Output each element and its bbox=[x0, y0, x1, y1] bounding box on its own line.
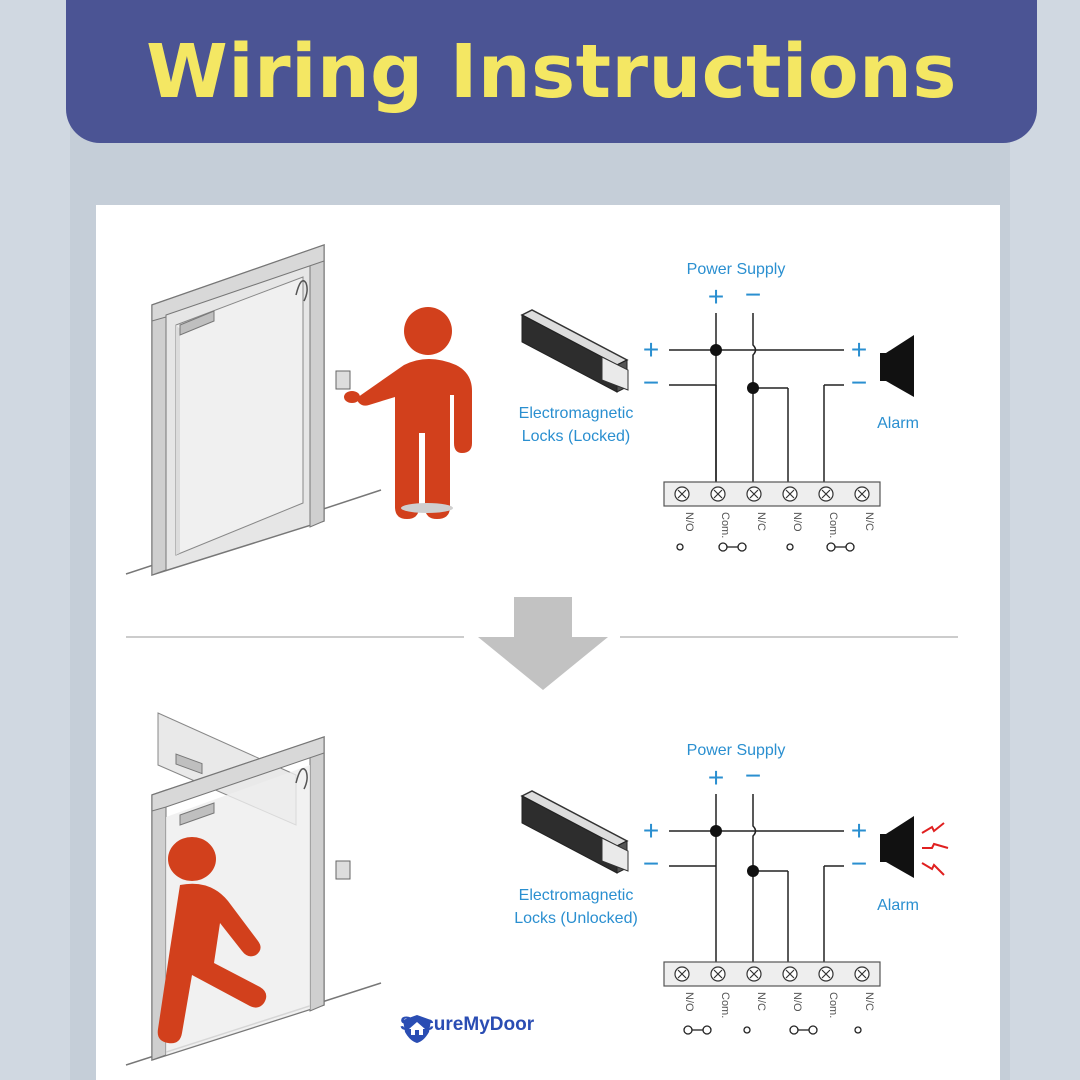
power-supply-label: Power Supply bbox=[687, 742, 786, 759]
terminal-screw-slot bbox=[749, 489, 759, 499]
electromagnetic-lock-icon bbox=[520, 309, 629, 393]
terminal-label: Com. bbox=[719, 992, 731, 1018]
lock-plus-sign: + bbox=[643, 334, 659, 365]
terminal-labels: N/O Com. N/C N/O Com. N/C bbox=[683, 992, 875, 1018]
alarm-minus-sign: − bbox=[851, 848, 867, 879]
page-title: Wiring Instructions bbox=[146, 28, 957, 115]
terminal-label: Com. bbox=[827, 512, 839, 538]
lock-label-line1: Electromagnetic bbox=[519, 887, 634, 904]
alarm-label: Alarm bbox=[877, 415, 919, 432]
shield-house-icon bbox=[403, 1015, 431, 1043]
electromagnetic-lock-icon bbox=[520, 790, 629, 874]
terminal-screw-slot bbox=[821, 969, 831, 979]
terminal-label: N/O bbox=[683, 992, 695, 1012]
terminal-labels: N/O Com. N/C N/O Com. N/C bbox=[683, 512, 875, 538]
terminal-screw-slot bbox=[785, 489, 795, 499]
bottom-scene: Electromagnetic Locks (Unlocked) Power S… bbox=[125, 712, 949, 1066]
background-stripe bbox=[0, 0, 70, 1080]
contact-symbols bbox=[676, 542, 855, 552]
terminal-screw-slot bbox=[821, 489, 831, 499]
alarm-plus-sign: + bbox=[851, 334, 867, 365]
wall-switch-icon bbox=[335, 860, 351, 880]
lock-label-line2: Locks (Unlocked) bbox=[514, 910, 638, 927]
terminal-screw-slot bbox=[677, 969, 687, 979]
standing-person-icon bbox=[344, 307, 472, 519]
power-minus-sign: − bbox=[745, 279, 761, 310]
diagram-panel: Electromagnetic Locks (Locked) Power Sup… bbox=[96, 205, 1000, 1080]
terminal-screw-slot bbox=[713, 969, 723, 979]
terminal-screw-slot bbox=[857, 489, 867, 499]
alarm-speaker-icon bbox=[880, 816, 914, 878]
lock-minus-sign: − bbox=[643, 848, 659, 879]
brand-logo: SecureMyDoor bbox=[400, 1014, 535, 1043]
alarm-speaker-icon bbox=[880, 335, 914, 397]
wiring-lines bbox=[669, 794, 844, 965]
terminal-label: N/O bbox=[791, 512, 803, 532]
terminal-label: N/C bbox=[863, 992, 875, 1011]
terminal-label: Com. bbox=[719, 512, 731, 538]
brand-name: SecureMyDoor bbox=[400, 1014, 535, 1035]
running-person-icon bbox=[157, 837, 267, 1044]
terminal-label: N/O bbox=[683, 512, 695, 532]
terminal-label: N/O bbox=[791, 992, 803, 1012]
wiring-lines bbox=[669, 313, 844, 485]
down-arrow-icon bbox=[478, 597, 608, 690]
lock-label-line1: Electromagnetic bbox=[519, 405, 634, 422]
terminal-screw-slot bbox=[857, 969, 867, 979]
power-plus-sign: + bbox=[708, 281, 724, 312]
background-stripe bbox=[1010, 0, 1080, 1080]
wall-switch-icon bbox=[335, 370, 351, 390]
terminal-screw-slot bbox=[785, 969, 795, 979]
title-banner: Wiring Instructions bbox=[66, 0, 1037, 143]
lock-plus-sign: + bbox=[643, 815, 659, 846]
terminal-screw-slot bbox=[677, 489, 687, 499]
power-supply-label: Power Supply bbox=[687, 261, 786, 278]
lock-label-line2: Locks (Locked) bbox=[522, 428, 631, 445]
terminal-label: N/C bbox=[863, 512, 875, 531]
power-minus-sign: − bbox=[745, 760, 761, 791]
contact-symbols bbox=[683, 1025, 862, 1035]
terminal-screw-slot bbox=[749, 969, 759, 979]
terminal-label: N/C bbox=[755, 512, 767, 531]
terminal-block bbox=[663, 481, 881, 507]
power-plus-sign: + bbox=[708, 762, 724, 793]
door-icon bbox=[151, 243, 325, 577]
alarm-plus-sign: + bbox=[851, 815, 867, 846]
terminal-block bbox=[663, 961, 881, 987]
door-icon bbox=[151, 735, 325, 1062]
terminal-screw-slot bbox=[713, 489, 723, 499]
terminal-label: N/C bbox=[755, 992, 767, 1011]
alarm-sound-waves-icon bbox=[921, 822, 949, 876]
alarm-minus-sign: − bbox=[851, 367, 867, 398]
alarm-label: Alarm bbox=[877, 897, 919, 914]
lock-minus-sign: − bbox=[643, 367, 659, 398]
top-scene: Electromagnetic Locks (Locked) Power Sup… bbox=[125, 243, 919, 577]
terminal-label: Com. bbox=[827, 992, 839, 1018]
wiring-diagram: Electromagnetic Locks (Locked) Power Sup… bbox=[125, 243, 958, 1066]
